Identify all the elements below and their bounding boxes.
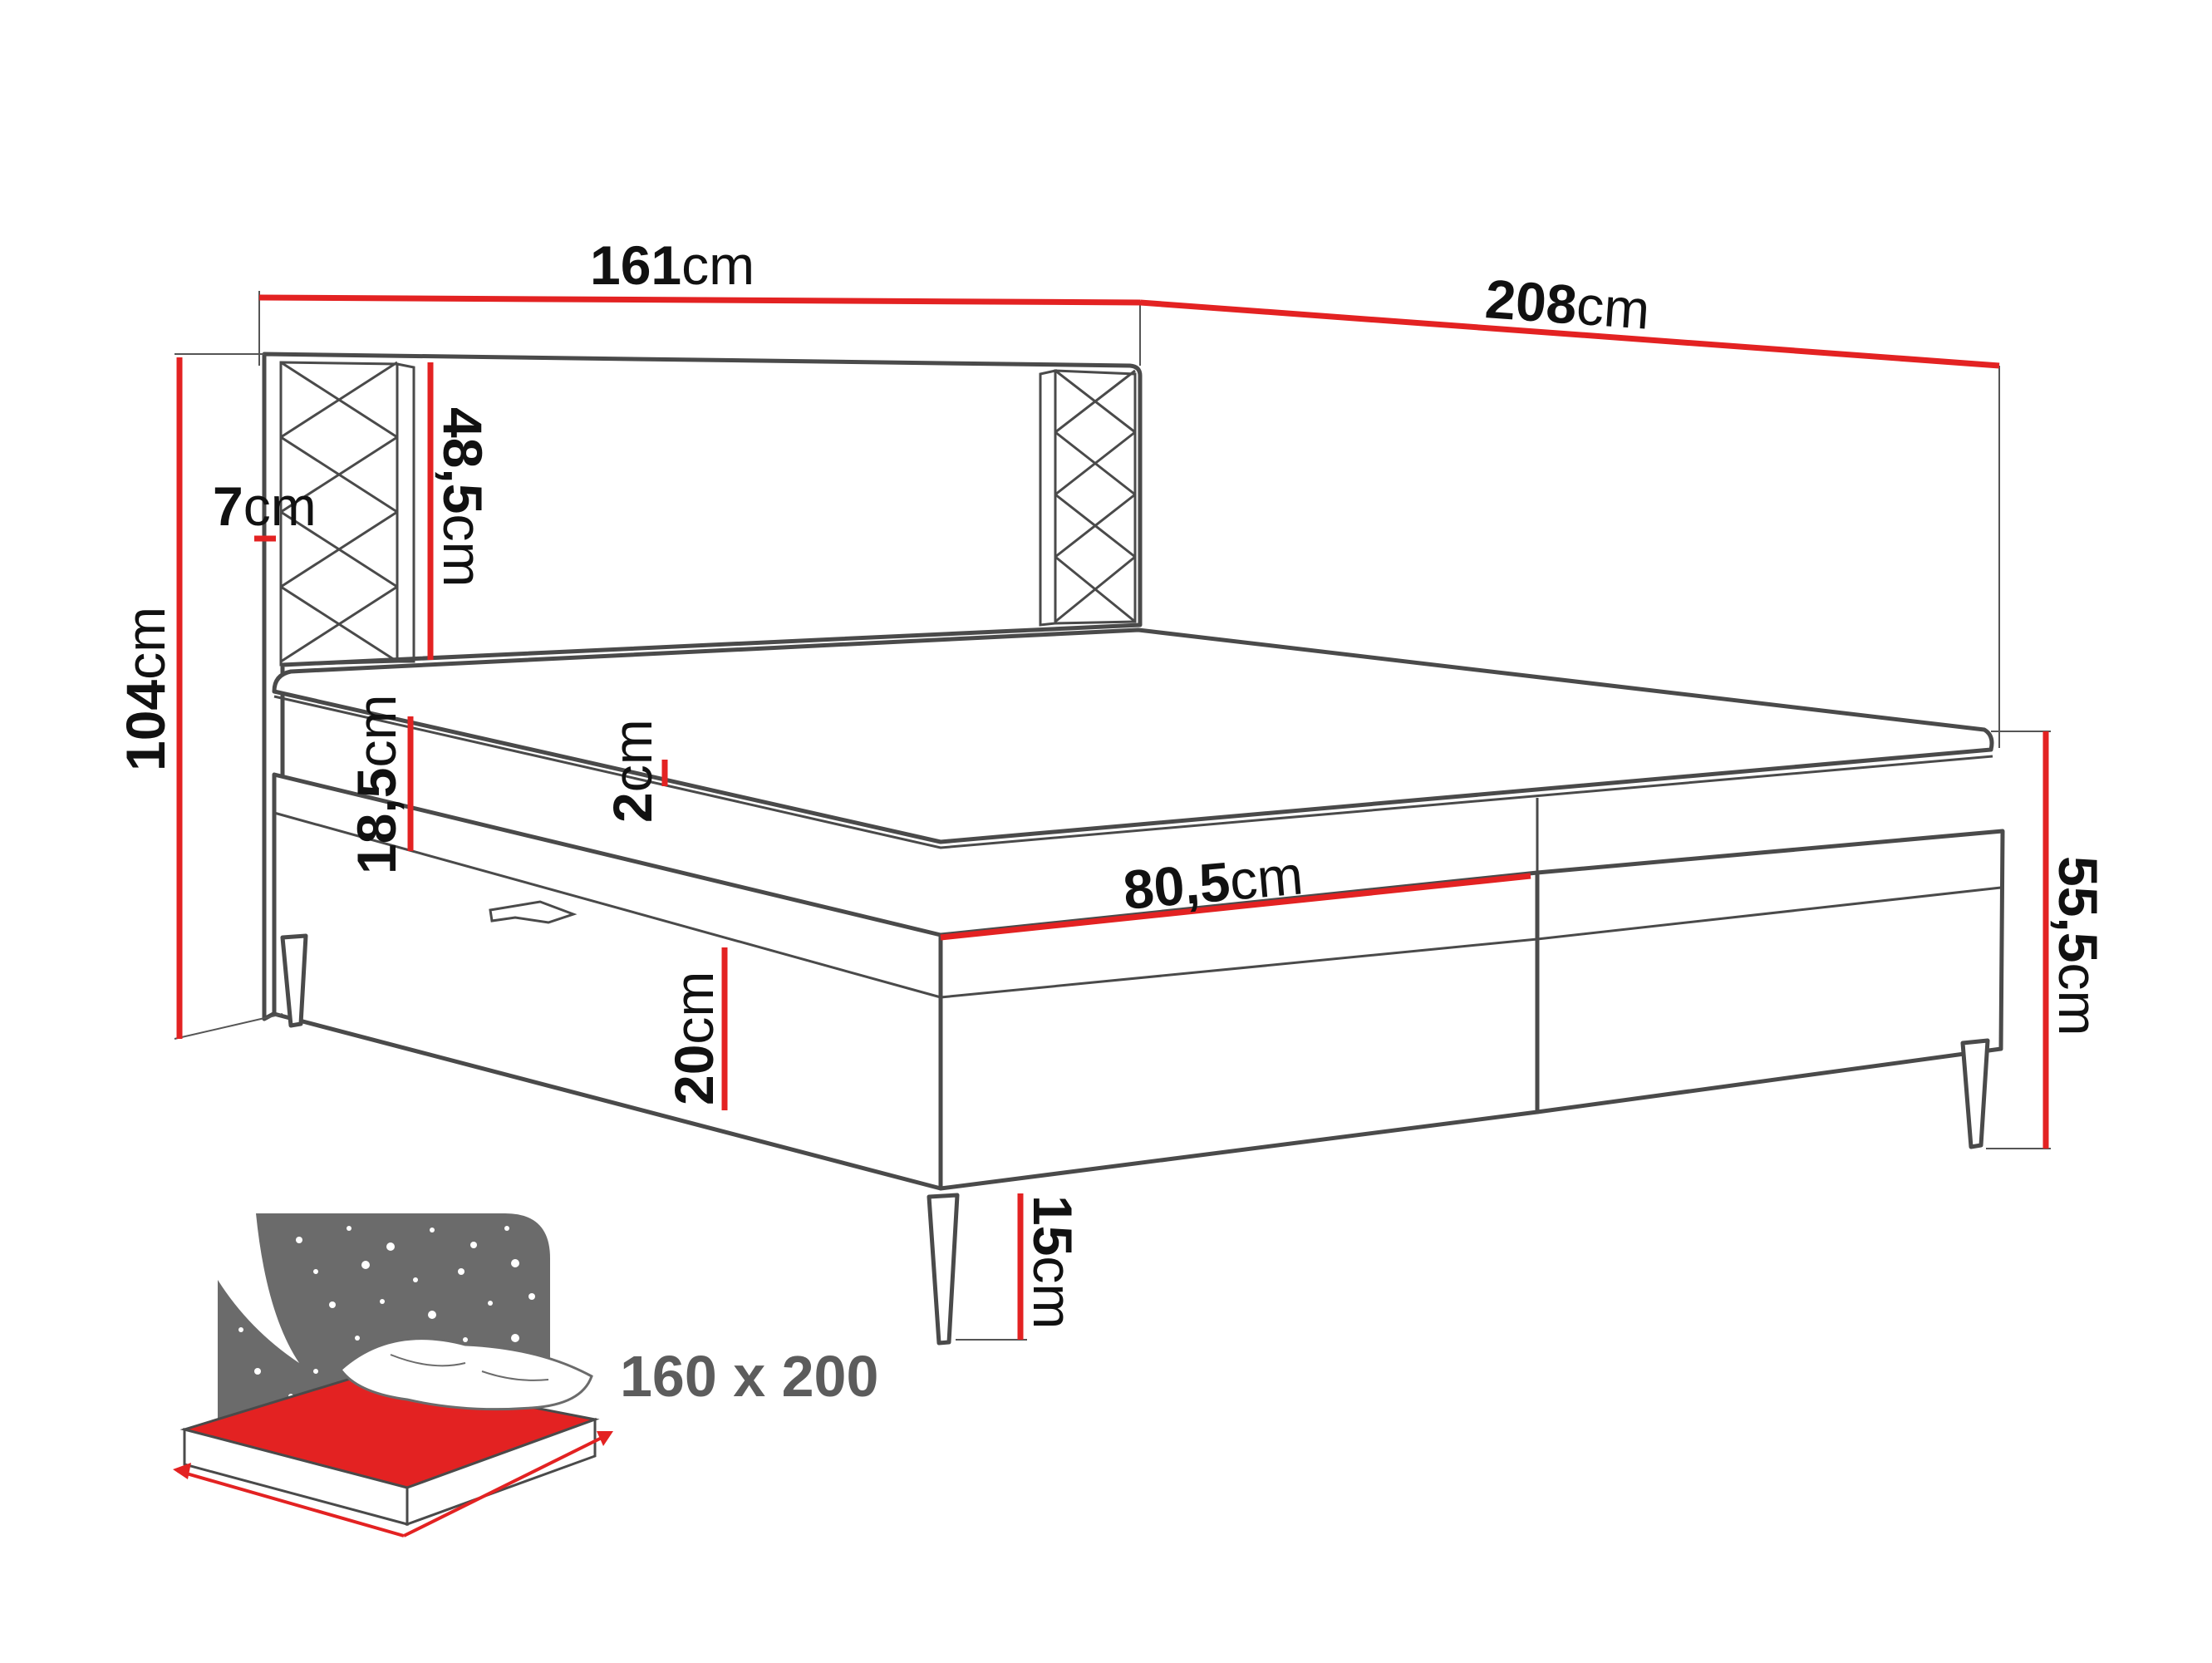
extension-lines — [174, 291, 2051, 1341]
sleeping-area-label: 160 x 200 — [620, 1344, 878, 1409]
leg-back-left — [280, 933, 308, 1028]
leg-front-left — [927, 1193, 960, 1346]
dimline-80-5 — [940, 873, 1531, 941]
label-161: 161cm — [590, 234, 755, 296]
label-55-5: 55,5cm — [2047, 856, 2109, 1036]
label-18-5: 18,5cm — [346, 695, 407, 874]
label-104: 104cm — [115, 607, 176, 771]
label-7: 7cm — [213, 475, 317, 537]
headboard — [262, 352, 1143, 1021]
label-2: 2cm — [602, 719, 663, 823]
bed-base — [272, 772, 2005, 1191]
label-15: 15cm — [1022, 1195, 1084, 1329]
label-20: 20cm — [663, 972, 725, 1105]
mattress-with-pillow-and-starry-night-icon — [173, 1213, 613, 1538]
bed-legs — [280, 933, 1990, 1346]
storage-handle — [489, 900, 578, 924]
stars-icon — [238, 1226, 535, 1399]
label-208: 208cm — [1483, 268, 1652, 341]
dimension-labels: 161cm 208cm 104cm 7cm 48,5cm 18,5cm 2cm … — [115, 234, 2109, 1329]
label-48-5: 48,5cm — [432, 407, 494, 587]
headboard-left-quilted-panel — [279, 361, 415, 667]
label-80-5: 80,5cm — [1121, 844, 1305, 921]
pillow-icon — [338, 1337, 593, 1411]
dimline-161 — [258, 294, 1141, 306]
width-arrow-icon — [177, 1469, 405, 1538]
dimline-208 — [1139, 299, 2000, 369]
leg-front-right — [1960, 1038, 1990, 1149]
mattress-topper — [272, 627, 1994, 849]
headboard-right-quilted-panel — [1039, 369, 1137, 627]
dimension-lines — [176, 294, 2049, 1340]
